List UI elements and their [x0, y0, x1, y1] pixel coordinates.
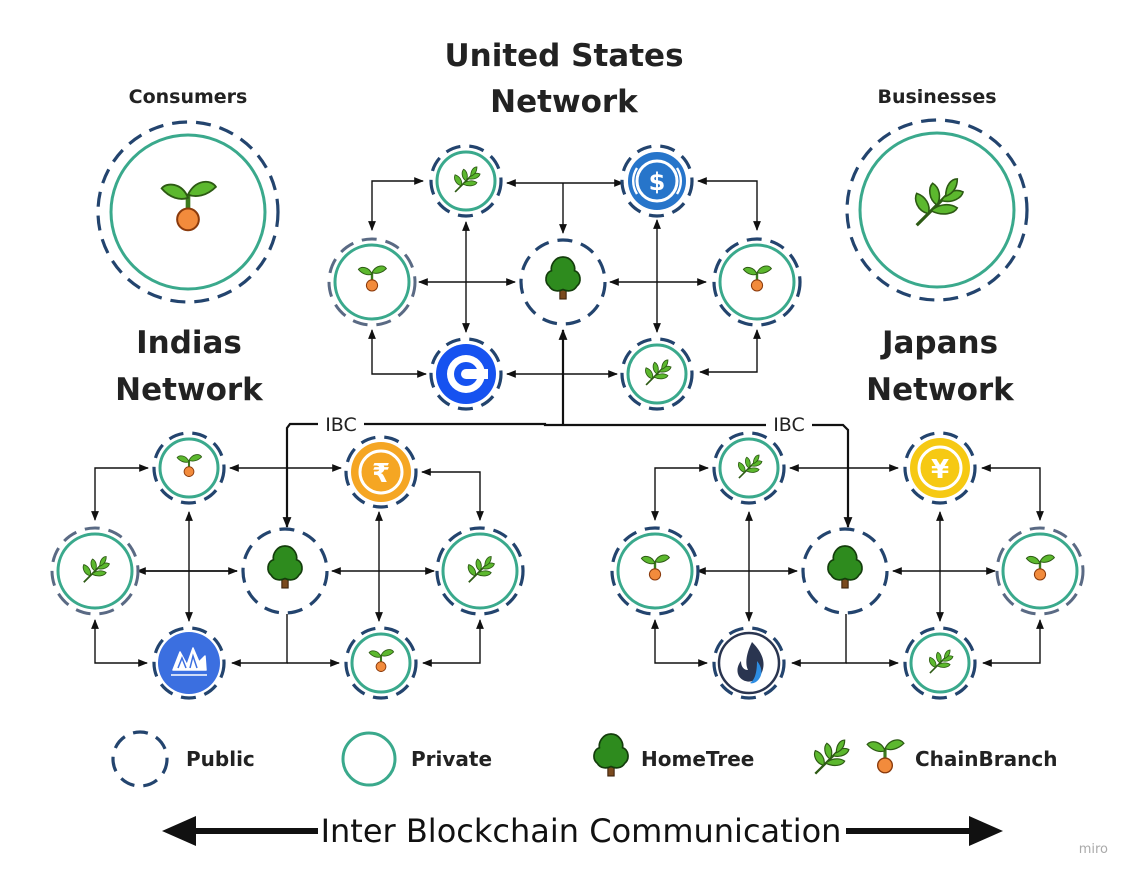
legend-chainbranch-label: ChainBranch	[915, 747, 1057, 771]
legend-chainbranch: ChainBranch	[813, 738, 1057, 775]
businesses-node	[845, 118, 1029, 302]
japan-node-sprout-left	[610, 526, 700, 616]
legend-hometree: HomeTree	[593, 733, 754, 777]
us-node-hometree	[519, 238, 607, 326]
us-network-title-line1: United States	[444, 38, 683, 74]
legend-private-label: Private	[411, 747, 492, 771]
rupee-icon: ₹	[372, 459, 390, 489]
india-node-leaf-right	[435, 526, 525, 616]
india-node-rupee: ₹	[344, 435, 418, 509]
footer-caption: Inter Blockchain Communication	[321, 812, 842, 850]
legend: Public Private HomeTree ChainBranch	[111, 730, 1057, 788]
legend-public: Public	[111, 730, 255, 788]
japan-network-title-line2: Network	[866, 372, 1015, 408]
legend-hometree-label: HomeTree	[641, 747, 754, 771]
japan-node-sprout-right	[995, 526, 1085, 616]
legend-public-label: Public	[186, 747, 255, 771]
us-node-leaf-top	[429, 144, 503, 218]
arrow-right-icon	[969, 816, 1003, 846]
us-node-usdc: $	[620, 144, 694, 218]
yen-icon: ¥	[931, 455, 949, 485]
ibc-label-left: IBC	[325, 414, 357, 436]
japan-node-yen: ¥	[903, 431, 977, 505]
japan-network-connectors	[651, 464, 1044, 667]
leaf-branch-icon	[813, 738, 851, 775]
us-network-connectors	[368, 177, 761, 378]
sprout-icon	[865, 738, 906, 775]
tree-icon	[593, 733, 629, 777]
japan-node-leaf-bottom	[903, 626, 977, 700]
us-node-leaf-bottom	[620, 337, 694, 411]
japan-network-title-line1: Japans	[880, 325, 998, 361]
us-node-sprout-right	[712, 237, 802, 327]
india-network-title-line2: Network	[115, 372, 264, 408]
dollar-icon: $	[649, 168, 666, 196]
india-node-leaf-left	[50, 526, 140, 616]
japan-node-leaf-top	[712, 431, 786, 505]
india-node-sprout-bottom	[344, 626, 418, 700]
ibc-connectors: IBC IBC	[282, 328, 853, 529]
businesses-label: Businesses	[877, 86, 996, 108]
consumers-node	[96, 120, 280, 304]
us-node-sprout-left	[327, 237, 417, 327]
consumers-label: Consumers	[129, 86, 248, 108]
india-node-sprout-top	[152, 431, 226, 505]
us-network-title-line2: Network	[490, 84, 639, 120]
arrow-left-icon	[162, 816, 196, 846]
india-network-connectors	[91, 464, 484, 667]
watermark-label: miro	[1079, 842, 1108, 857]
legend-private: Private	[341, 731, 492, 787]
japan-node-huobi	[712, 626, 786, 700]
india-node-wazirx	[152, 626, 226, 700]
japan-node-hometree	[801, 527, 889, 615]
footer-ibc: Inter Blockchain Communication	[162, 812, 1003, 850]
us-node-circle-app	[429, 337, 503, 411]
ibc-label-right: IBC	[773, 414, 805, 436]
india-network-title-line1: Indias	[136, 325, 242, 361]
india-node-hometree	[241, 527, 329, 615]
